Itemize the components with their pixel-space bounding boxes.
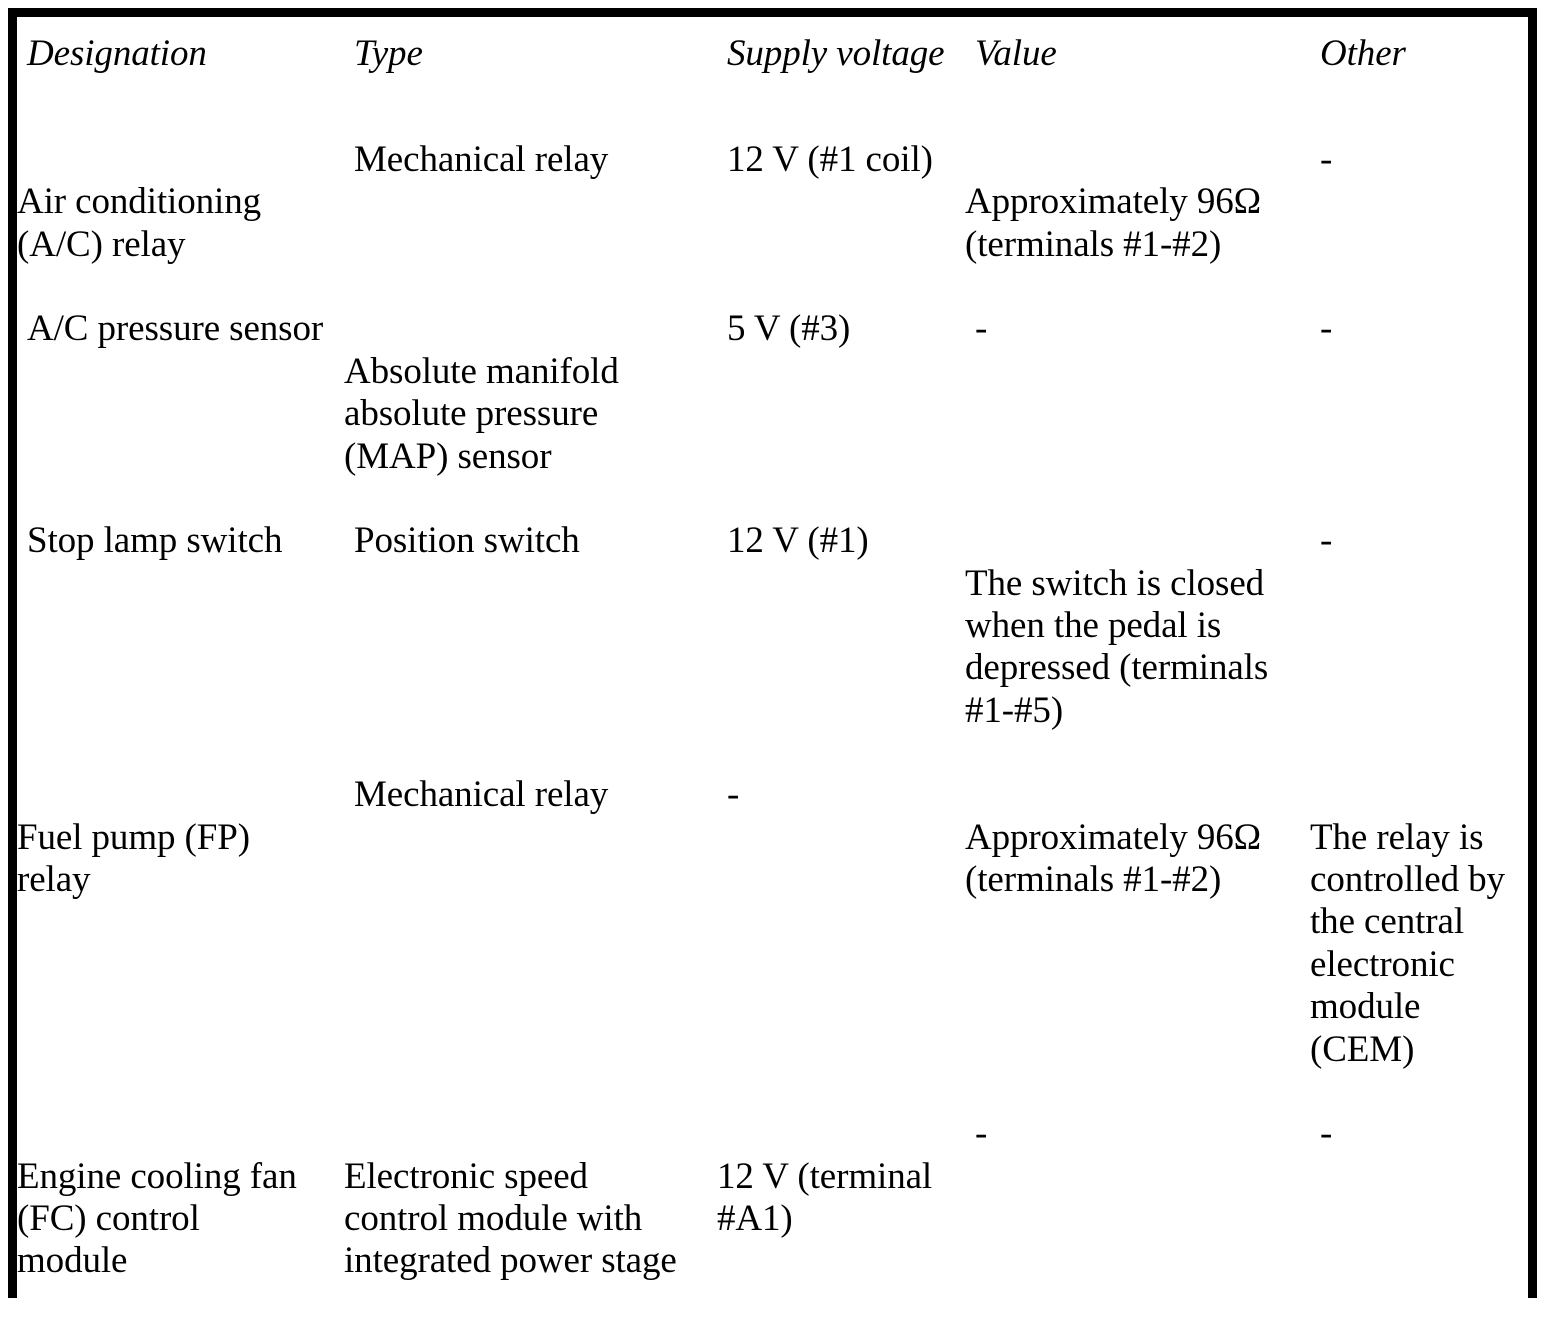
- cell-other: -: [1310, 1113, 1528, 1325]
- cell-designation-text: Stop lamp switch: [27, 520, 283, 562]
- cell-type: Position switch: [344, 520, 717, 774]
- table-row: Air conditioning(A/C) relay Mechanical r…: [17, 139, 1528, 308]
- cell-other-text: -: [1320, 1113, 1333, 1155]
- cell-value-text: -: [975, 308, 988, 350]
- cell-other-text: -: [1320, 308, 1333, 350]
- cell-other-text: -: [1320, 520, 1333, 562]
- component-specification-table: Designation Type Supply voltage Value Ot…: [17, 17, 1528, 1325]
- cell-type: Mechanical relay: [344, 774, 717, 1113]
- column-header-type-label: Type: [354, 33, 423, 74]
- cell-designation: Air conditioning(A/C) relay: [17, 139, 344, 308]
- cell-value-text: Approximately 96Ω(terminals #1-#2): [965, 181, 1262, 265]
- table-row: Fuel pump (FP)relay Mechanical relay - A…: [17, 774, 1528, 1113]
- cell-supply-voltage: 5 V (#3): [717, 308, 965, 520]
- column-header-other-label: Other: [1320, 33, 1406, 74]
- cell-designation-text: Air conditioning(A/C) relay: [17, 181, 262, 265]
- cell-supply-voltage: 12 V (#1): [717, 520, 965, 774]
- cell-value: Approximately 96Ω(terminals #1-#2): [965, 774, 1310, 1113]
- cell-type: Mechanical relay: [344, 139, 717, 308]
- table-row: Stop lamp switch Position switch 12 V (#…: [17, 520, 1528, 774]
- cell-designation-text: Fuel pump (FP)relay: [17, 816, 250, 901]
- cell-value: -: [965, 1113, 1310, 1325]
- table-header: Designation Type Supply voltage Value Ot…: [17, 17, 1528, 139]
- column-header-supply-voltage-label: Supply voltage: [727, 33, 945, 74]
- cell-other: -: [1310, 520, 1528, 774]
- cell-supply-voltage-text: 5 V (#3): [727, 308, 851, 350]
- column-header-designation-label: Designation: [27, 33, 207, 74]
- cell-value-text: Approximately 96Ω(terminals #1-#2): [965, 816, 1262, 901]
- column-header-value-label: Value: [975, 33, 1057, 74]
- cell-designation: A/C pressure sensor: [17, 308, 344, 520]
- cell-type-text: Mechanical relay: [354, 774, 609, 816]
- cell-designation-text: A/C pressure sensor: [27, 308, 324, 350]
- cell-type-text: Position switch: [354, 520, 580, 562]
- cell-designation: Fuel pump (FP)relay: [17, 774, 344, 1113]
- column-header-designation: Designation: [17, 17, 344, 139]
- cell-value: -: [965, 308, 1310, 520]
- cell-supply-voltage-text: 12 V (terminal#A1): [717, 1155, 933, 1239]
- cell-value: Approximately 96Ω(terminals #1-#2): [965, 139, 1310, 308]
- table-header-row: Designation Type Supply voltage Value Ot…: [17, 17, 1528, 139]
- cell-supply-voltage-text: 12 V (#1): [727, 520, 869, 562]
- column-header-supply-voltage: Supply voltage: [717, 17, 965, 139]
- cell-supply-voltage-text: 12 V (#1 coil): [727, 139, 933, 180]
- table-inner-area: Designation Type Supply voltage Value Ot…: [17, 17, 1528, 1298]
- column-header-other: Other: [1310, 17, 1528, 139]
- cell-type-text: Mechanical relay: [354, 139, 609, 180]
- cell-other: -: [1310, 308, 1528, 520]
- table-body: Air conditioning(A/C) relay Mechanical r…: [17, 139, 1528, 1325]
- cell-value-text: -: [975, 1113, 988, 1155]
- cell-supply-voltage-text: -: [727, 774, 740, 816]
- cell-other: -: [1310, 139, 1528, 308]
- column-header-value: Value: [965, 17, 1310, 139]
- cell-supply-voltage: 12 V (#1 coil): [717, 139, 965, 308]
- cell-supply-voltage: -: [717, 774, 965, 1113]
- cell-designation: Stop lamp switch: [17, 520, 344, 774]
- cell-supply-voltage: 12 V (terminal#A1): [717, 1113, 965, 1325]
- cell-other-text: -: [1320, 139, 1333, 180]
- column-header-type: Type: [344, 17, 717, 139]
- table-outer-border: Designation Type Supply voltage Value Ot…: [8, 8, 1537, 1298]
